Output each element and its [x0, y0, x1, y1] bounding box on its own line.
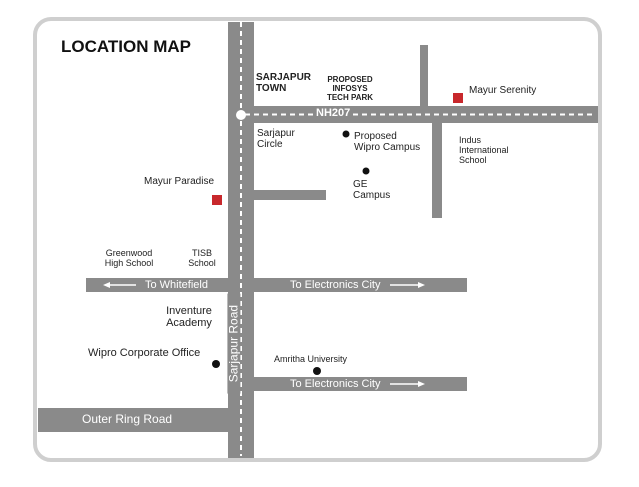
mayur-serenity-marker	[453, 93, 463, 103]
indus-side-road	[432, 122, 442, 218]
sarjapur-circle-junction	[236, 110, 246, 120]
map-frame	[33, 17, 602, 462]
nh207-label: NH207	[314, 107, 353, 120]
arrowhead-left-icon	[103, 282, 110, 288]
to-electronics-city-label-2: To Electronics City	[290, 378, 381, 390]
to-electronics-city-label-1: To Electronics City	[290, 279, 381, 291]
amritha-university-marker	[313, 367, 321, 375]
outer-ring-road-label: Outer Ring Road	[82, 412, 173, 426]
arrowhead-right-icon	[418, 282, 425, 288]
tisb-school-label: TISB School	[188, 248, 216, 268]
mayur-serenity-label: Mayur Serenity	[469, 85, 537, 96]
whitefield-electronics-city-road	[86, 278, 467, 292]
mayur-paradise-label: Mayur Paradise	[144, 176, 215, 187]
greenwood-school-label: Greenwood High School	[104, 248, 154, 268]
inventure-academy-label: Inventure Academy	[166, 305, 212, 330]
sarjapur-town-label: SARJAPUR TOWN	[256, 72, 312, 94]
wipro-corporate-marker	[212, 360, 220, 368]
ge-side-road	[254, 190, 326, 200]
ge-campus-label: GE Campus	[353, 179, 391, 201]
wipro-corporate-label: Wipro Corporate Office	[88, 347, 201, 359]
amritha-university-label: Amritha University	[274, 354, 348, 364]
proposed-infosys-label: PROPOSED INFOSYS TECH PARK	[326, 75, 374, 102]
infosys-side-road	[420, 45, 428, 107]
ge-campus-marker	[362, 167, 370, 175]
arrowhead-right-icon	[418, 381, 425, 387]
sarjapur-road-label: Sarjapur Road	[226, 293, 241, 394]
proposed-wipro-label: Proposed Wipro Campus	[354, 131, 421, 153]
outer-ring-road	[38, 408, 228, 432]
map-title: LOCATION MAP	[61, 37, 192, 56]
sarjapur-circle-label: Sarjapur Circle	[257, 128, 295, 150]
electronics-city-road-2	[254, 377, 467, 391]
to-whitefield-label: To Whitefield	[145, 279, 208, 291]
proposed-wipro-marker	[342, 130, 350, 138]
mayur-paradise-marker	[212, 195, 222, 205]
indus-school-label: Indus International School	[459, 135, 509, 165]
